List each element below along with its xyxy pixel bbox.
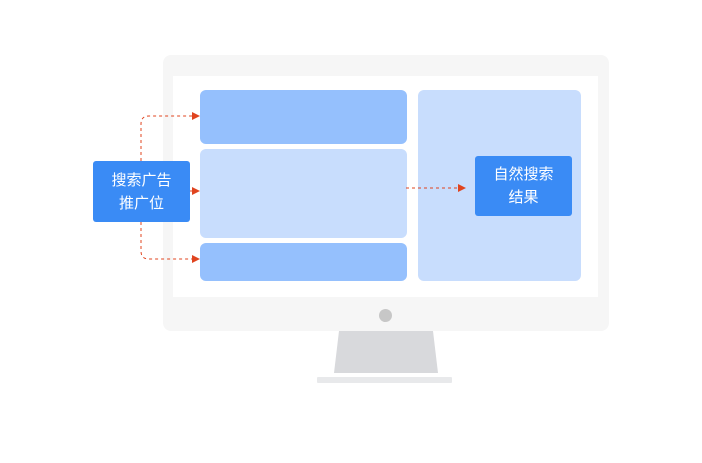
monitor-stand-base: [317, 377, 452, 383]
search-ad-label-line1: 搜索广告: [111, 170, 172, 189]
arrow-to-ad-slot-bottom: [140, 222, 200, 263]
power-dot-icon: [379, 309, 392, 322]
organic-result-label-line2: 结果: [508, 188, 539, 206]
organic-result-label-line1: 自然搜索: [493, 165, 554, 183]
ad-slot-middle: [200, 149, 407, 238]
arrow-to-ad-slot-top: [140, 112, 200, 161]
ad-slot-bottom: [200, 243, 407, 281]
search-ad-label: 搜索广告 推广位: [93, 161, 190, 222]
ad-slot-top: [200, 90, 407, 144]
search-ad-label-line2: 推广位: [118, 193, 164, 212]
organic-result-label: 自然搜索 结果: [475, 156, 572, 216]
monitor-stand-neck: [334, 331, 438, 373]
